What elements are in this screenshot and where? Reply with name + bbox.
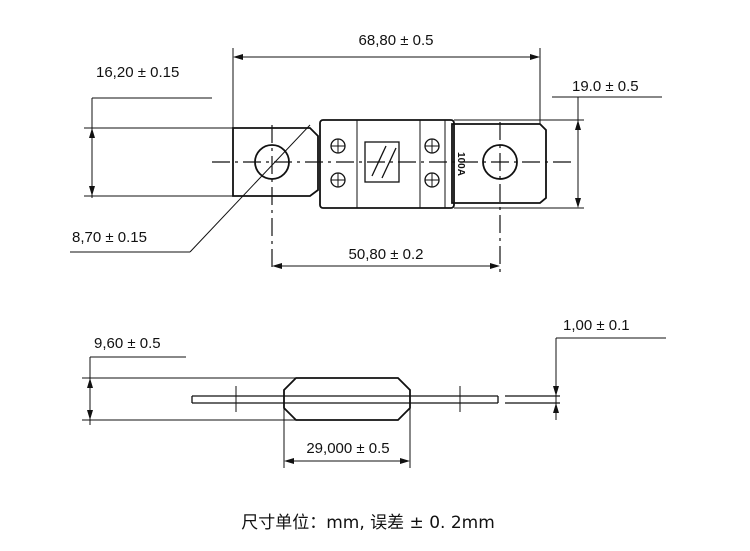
terminal-thickness-label: 1,00 ± 0.1 bbox=[563, 317, 630, 334]
top-view: 100A 68,80 ± 0.5 16,20 ± 0.15 19.0 ± 0.5 bbox=[70, 32, 662, 272]
arrow-icon bbox=[87, 378, 93, 388]
body-thickness-label: 9,60 ± 0.5 bbox=[94, 335, 161, 352]
arrow-icon bbox=[87, 410, 93, 420]
leader-line-hole-diameter bbox=[189, 124, 311, 253]
rivet-icon bbox=[330, 172, 346, 188]
rivet-icon bbox=[424, 138, 440, 154]
arrow-icon bbox=[233, 54, 243, 60]
arrow-icon bbox=[575, 120, 581, 130]
arrow-icon bbox=[284, 458, 294, 464]
arrow-icon bbox=[553, 403, 559, 413]
hole-spacing-label: 50,80 ± 0.2 bbox=[349, 246, 424, 263]
arrow-icon bbox=[400, 458, 410, 464]
arrow-icon bbox=[553, 386, 559, 396]
fuse-element-line-2 bbox=[381, 147, 397, 179]
fuse-body-side-outline bbox=[283, 377, 411, 421]
arrow-icon bbox=[272, 263, 282, 269]
arrow-icon bbox=[530, 54, 540, 60]
rivet-icon bbox=[330, 138, 346, 154]
fuse-element-line-1 bbox=[371, 145, 387, 177]
arrow-icon bbox=[575, 198, 581, 208]
overall-length-label: 68,80 ± 0.5 bbox=[359, 32, 434, 49]
fuse-rating-label: 100A bbox=[455, 152, 466, 176]
body-length-label: 29,000 ± 0.5 bbox=[306, 440, 389, 457]
terminal-width-label: 16,20 ± 0.15 bbox=[96, 64, 179, 81]
units-note: 尺寸单位：mm, 误差 ± 0. 2mm bbox=[241, 513, 495, 533]
arrow-icon bbox=[89, 128, 95, 138]
body-width-label: 19.0 ± 0.5 bbox=[572, 78, 639, 95]
fuse-body-outline bbox=[319, 119, 455, 209]
arrow-icon bbox=[490, 263, 500, 269]
side-view: 9,60 ± 0.5 1,00 ± 0.1 29,000 ± 0.5 bbox=[82, 317, 666, 468]
hole-diameter-label: 8,70 ± 0.15 bbox=[72, 229, 147, 246]
rivet-icon bbox=[424, 172, 440, 188]
arrow-icon bbox=[89, 186, 95, 196]
